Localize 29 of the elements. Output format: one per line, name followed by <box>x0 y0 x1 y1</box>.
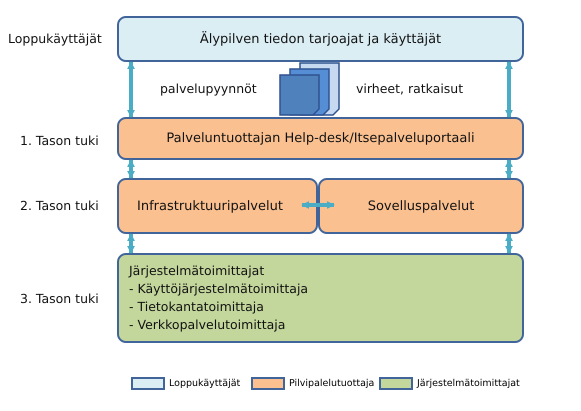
double-arrow <box>127 233 135 254</box>
double-arrow <box>505 159 513 179</box>
service-box <box>117 178 318 234</box>
box-label: Sovelluspalvelut <box>368 198 474 214</box>
vendor-box <box>117 253 524 343</box>
box-heading: Järjestelmätoimittajat <box>129 262 264 280</box>
service-box <box>117 117 524 160</box>
legend-label: Järjestelmätoimittajat <box>417 378 520 389</box>
flow-label: palvelupyynnöt <box>160 81 257 96</box>
double-arrow <box>127 159 135 179</box>
service-box <box>318 178 524 234</box>
list-item: - Tietokantatoimittaja <box>129 298 264 316</box>
flow-label: virheet, ratkaisut <box>356 81 464 96</box>
level-label: 3. Tason tuki <box>20 291 99 306</box>
double-arrow <box>301 201 335 209</box>
double-arrow <box>505 61 513 118</box>
list-item: - Käyttöjärjestelmätoimittaja <box>129 280 308 298</box>
user-box <box>117 16 524 62</box>
double-arrow <box>127 61 135 118</box>
level-label: 1. Tason tuki <box>20 133 99 148</box>
box-label: Infrastruktuuripalvelut <box>137 198 283 214</box>
legend-label: Pilvipalelutuottaja <box>289 378 374 389</box>
double-arrow <box>505 233 513 254</box>
list-item: - Verkkopalvelutoimittaja <box>129 316 286 334</box>
level-label: Loppukäyttäjät <box>8 31 102 46</box>
level-label: 2. Tason tuki <box>20 198 99 213</box>
legend-label: Loppukäyttäjät <box>169 378 240 389</box>
box-label: Palveluntuottajan Help-desk/Itsepalveluportaali <box>166 131 475 146</box>
box-label: Älypilven tiedon tarjoajat ja käyttäjät <box>200 32 442 46</box>
